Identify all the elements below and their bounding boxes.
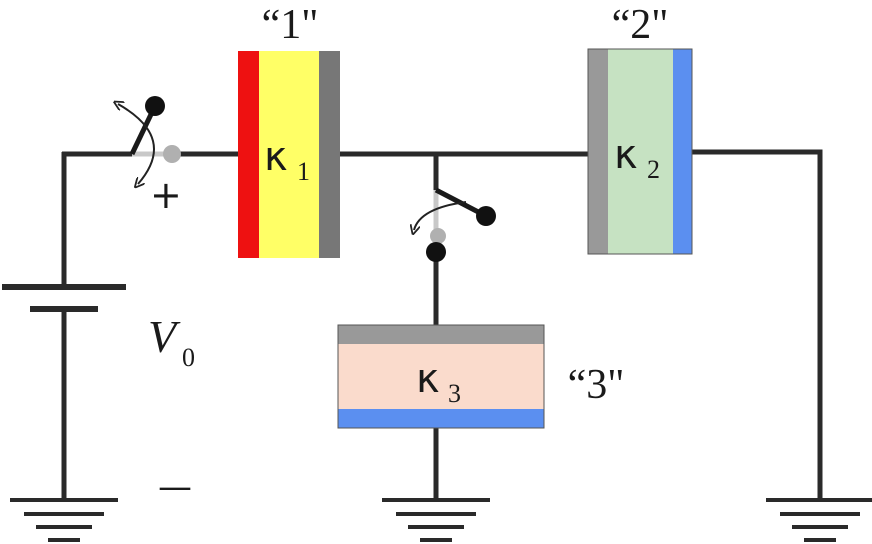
ground-right (766, 498, 872, 542)
capacitor-1-left-plate (238, 51, 259, 258)
capacitor-1-kappa: κ (264, 134, 288, 180)
battery-short-plate (30, 306, 98, 312)
capacitor-3-kappa: κ (416, 356, 440, 402)
battery-plus-sign: + (150, 173, 182, 217)
capacitor-3-outline (337, 324, 545, 429)
wires (61, 149, 823, 500)
capacitor-2-right-plate (673, 49, 692, 254)
switch-1-open-contact (145, 96, 165, 116)
switch-2[interactable] (414, 187, 496, 262)
capacitor-1-dielectric (259, 51, 319, 258)
capacitor-3-kappa-subscript: 3 (448, 379, 461, 408)
battery-long-plate (2, 284, 126, 290)
capacitor-2-outline (587, 48, 693, 255)
capacitor-1: “1" κ 1 (238, 2, 340, 258)
switch-2-bottom-contact (426, 242, 446, 262)
switch-2-pivot-contact (430, 228, 446, 244)
switch-2-rotation-arrow-icon (414, 201, 467, 230)
capacitor-1-name: “1" (262, 2, 319, 48)
capacitor-3-top-plate (338, 325, 544, 344)
switch-1[interactable] (118, 96, 181, 184)
capacitor-2: “2" κ 2 (587, 2, 693, 255)
capacitor-3-dielectric (338, 344, 544, 409)
ground-middle (382, 498, 490, 542)
capacitor-3-name: “3" (568, 362, 625, 408)
wire-cap2-to-right (692, 149, 823, 500)
switch-2-open-contact (476, 206, 496, 226)
capacitor-3: “3" κ 3 (337, 324, 625, 429)
capacitor-2-kappa: κ (614, 132, 638, 178)
ground-left (10, 498, 118, 542)
capacitor-2-name: “2" (612, 2, 669, 48)
battery-voltage-subscript: 0 (182, 343, 195, 372)
capacitor-1-right-plate (319, 51, 340, 258)
battery-voltage-label: V (148, 311, 181, 362)
battery (2, 284, 126, 312)
capacitor-2-dielectric (608, 49, 673, 254)
switch-1-pivot-contact (163, 145, 181, 163)
capacitor-2-kappa-subscript: 2 (647, 155, 660, 184)
capacitor-1-kappa-subscript: 1 (297, 157, 310, 186)
capacitor-3-bottom-plate (338, 409, 544, 428)
capacitor-2-left-plate (588, 49, 608, 254)
switch-1-rotation-arrow-icon (118, 104, 155, 184)
battery-minus-sign: — (158, 467, 192, 507)
